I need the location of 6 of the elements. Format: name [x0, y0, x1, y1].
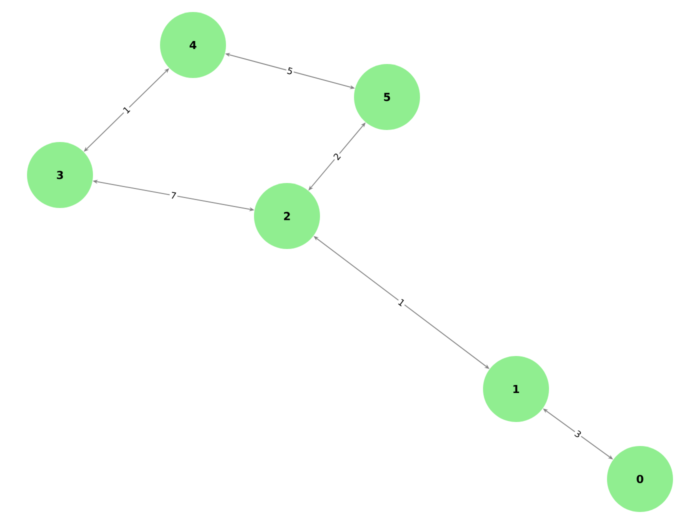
edge-label: 2 [331, 150, 343, 162]
edge-label: 5 [285, 66, 295, 76]
edge-label: 7 [168, 190, 178, 200]
edge-label: 3 [572, 428, 584, 440]
edge-label: 1 [396, 296, 408, 308]
edge-label: 1 [120, 104, 132, 116]
